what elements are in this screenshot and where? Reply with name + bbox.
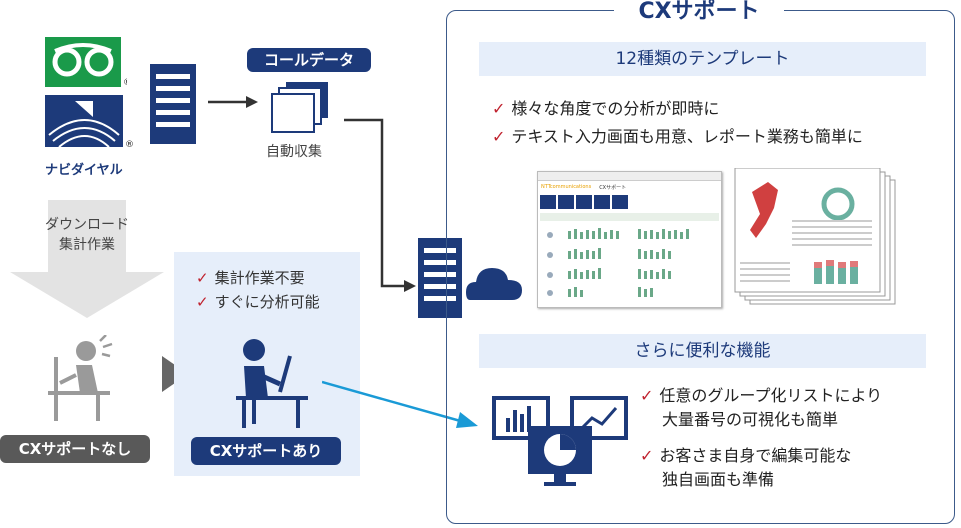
navidial-logo: ® ナビダイヤル (45, 95, 135, 178)
dashboard-screenshot: NTTcommunications CXサポート (537, 171, 722, 308)
mock-brand: NTTcommunications (541, 184, 592, 190)
manual-work-label: ダウンロード 集計作業 (30, 215, 144, 255)
benefit-list: ✓集計作業不要 ✓すぐに分析可能 (196, 266, 320, 314)
auto-collect-label: 自動収集 (266, 144, 322, 160)
connector-line (344, 118, 424, 302)
panel-title: CXサポート (614, 0, 784, 24)
stressed-worker-icon (40, 334, 126, 427)
template-point: ✓様々な角度での分析が即時に (492, 99, 720, 118)
blue-arrow-icon (321, 378, 482, 438)
svg-text:®: ® (125, 140, 134, 150)
feature-point: ✓お客さま自身で編集可能な 独自画面も準備 (640, 446, 852, 489)
arrow-right-icon (208, 94, 258, 114)
templates-band: 12種類のテンプレート (479, 42, 926, 76)
navidial-text: ナビダイヤル (45, 163, 123, 178)
benefit-item: ✓集計作業不要 (196, 269, 305, 287)
manual-work-line2: 集計作業 (59, 237, 115, 253)
benefit-item: ✓すぐに分析可能 (196, 293, 320, 311)
template-point: ✓テキスト入力画面も用意、レポート業務も簡単に (492, 127, 863, 146)
server-icon (150, 64, 196, 148)
report-stack (730, 167, 900, 312)
with-cx-tag: CXサポートあり (191, 437, 341, 465)
freedial-logo: ® (45, 37, 132, 88)
happy-worker-icon (228, 336, 308, 432)
features-band: さらに便利な機能 (479, 334, 926, 368)
template-points: ✓様々な角度での分析が即時に ✓テキスト入力画面も用意、レポート業務も簡単に (492, 95, 863, 151)
manual-work-line1: ダウンロード (45, 217, 129, 233)
feature-points: ✓任意のグループ化リストにより 大量番号の可視化も簡単 ✓お客さま自身で編集可能… (640, 384, 882, 492)
call-data-tag: コールデータ (247, 48, 371, 72)
documents-icon (268, 82, 332, 140)
mock-title: CXサポート (599, 184, 627, 191)
without-cx-tag: CXサポートなし (0, 435, 150, 463)
svg-text:®: ® (123, 78, 127, 87)
feature-point: ✓任意のグループ化リストにより 大量番号の可視化も簡単 (640, 386, 883, 429)
monitors-icon (492, 394, 630, 494)
cloud-server-icon (418, 238, 528, 322)
